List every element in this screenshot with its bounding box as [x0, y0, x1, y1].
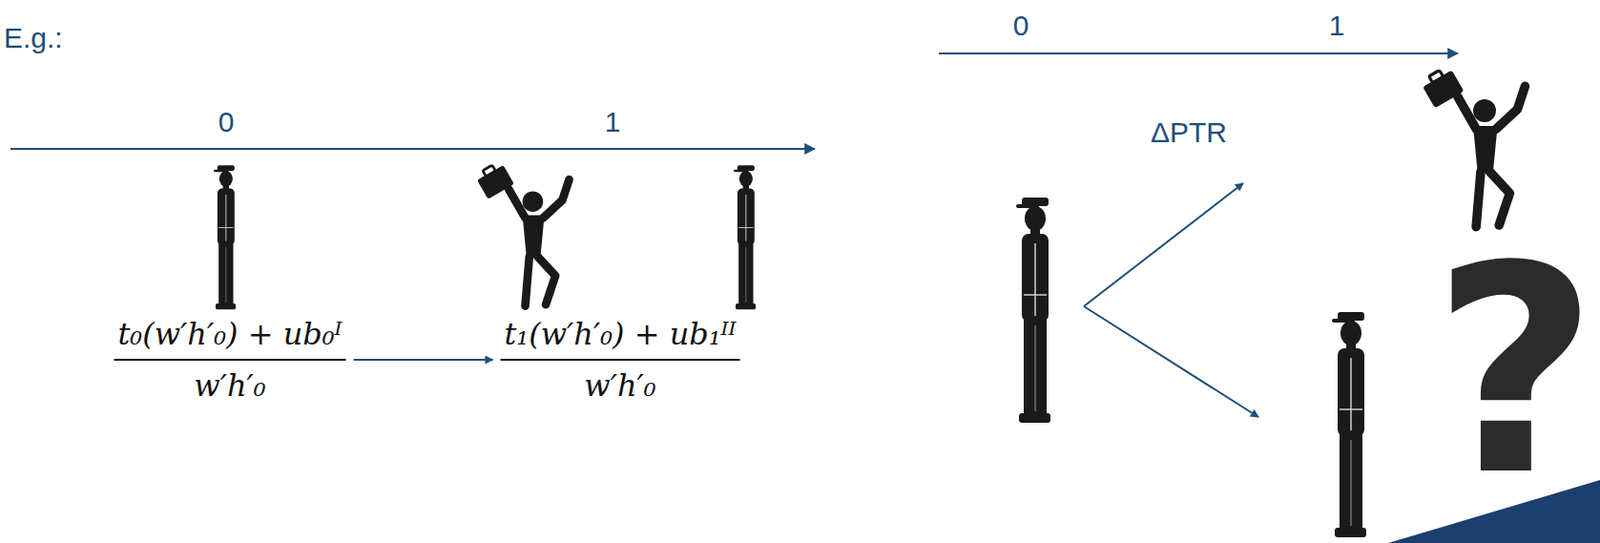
- formula-denominator: w′h′₀: [583, 368, 656, 404]
- period-label: 1: [1329, 9, 1346, 43]
- unemployed-person: [1016, 197, 1051, 423]
- change-arrow: [353, 358, 494, 361]
- period-label: 0: [218, 105, 235, 140]
- transition-arrow: [1083, 306, 1259, 417]
- example-label: E.g.:: [3, 21, 63, 56]
- timeline-axis: [938, 52, 1458, 55]
- unemployed-person: [213, 165, 236, 310]
- delta-ptr-label: ΔPTR: [1150, 116, 1227, 150]
- unemployed-person: [1331, 311, 1367, 538]
- fraction-bar: [113, 358, 346, 361]
- period-label: 1: [604, 105, 622, 140]
- fraction-bar: [500, 358, 741, 361]
- employed-person: [474, 160, 569, 307]
- timeline-axis: [10, 147, 815, 150]
- employed-person: [1419, 64, 1525, 228]
- transition-arrow: [1083, 183, 1244, 307]
- period-label: 0: [1013, 9, 1030, 43]
- formula-numerator: t₀(w′h′₀) + ub₀ᴵ: [117, 316, 342, 353]
- formula-numerator: t₁(w′h′₀) + ub₁ᴵᴵ: [504, 316, 737, 353]
- formula-denominator: w′h′₀: [193, 368, 266, 404]
- question-mark: ?: [1432, 228, 1599, 516]
- unemployed-person: [733, 165, 756, 310]
